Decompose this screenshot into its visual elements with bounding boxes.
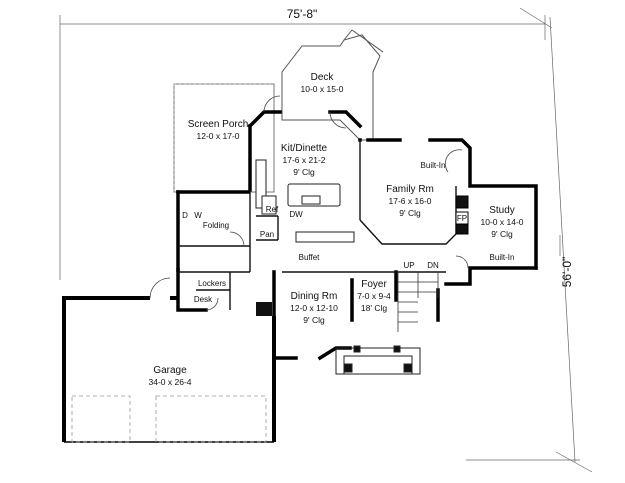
ref-label: Ref: [266, 205, 279, 214]
exterior-walls: [176, 110, 538, 361]
study-ceiling: 9' Clg: [491, 229, 513, 239]
pan-label: Pan: [260, 230, 274, 239]
front-porch: [335, 345, 421, 375]
dn-label: DN: [427, 261, 439, 270]
foyer-name: Foyer: [361, 279, 387, 290]
fixture-labels: Built-In Built-In FP Ref DW Pan D W Fold…: [182, 161, 514, 304]
d-label: D: [182, 211, 188, 220]
dining-name: Dining Rm: [291, 291, 338, 302]
built-in-study-label: Built-In: [490, 253, 515, 262]
kitchen-size: 17-6 x 21-2: [283, 155, 326, 165]
door-swings: [149, 95, 469, 311]
kitchen-name: Kit/Dinette: [281, 143, 328, 154]
foyer-size: 7-0 x 9-4: [357, 291, 391, 301]
fp-label: FP: [457, 214, 467, 223]
deck: [281, 29, 384, 141]
garage-name: Garage: [153, 365, 187, 376]
study-size: 10-0 x 14-0: [481, 217, 524, 227]
kitchen-fixtures: [255, 159, 355, 243]
dining-size: 12-0 x 12-10: [290, 303, 338, 313]
lockers-label: Lockers: [198, 279, 226, 288]
deck-size: 10-0 x 15-0: [301, 84, 344, 94]
family-name: Family Rm: [386, 184, 434, 195]
overall-depth: 56'-0": [560, 257, 574, 288]
foyer-ceiling: 18' Clg: [361, 303, 387, 313]
up-label: UP: [403, 261, 414, 270]
family-size: 17-6 x 16-0: [389, 196, 432, 206]
family-ceiling: 9' Clg: [399, 208, 421, 218]
garage-size: 34-0 x 26-4: [149, 377, 192, 387]
deck-name: Deck: [311, 72, 335, 83]
kitchen-ceiling: 9' Clg: [293, 167, 315, 177]
built-in-family-label: Built-In: [421, 161, 446, 170]
stairs: [397, 272, 439, 332]
room-labels: Deck 10-0 x 15-0 Screen Porch 12-0 x 17-…: [149, 72, 524, 387]
porch-name: Screen Porch: [188, 119, 249, 130]
study-name: Study: [489, 205, 515, 216]
dimension-lines: [59, 7, 593, 473]
desk-label: Desk: [194, 295, 213, 304]
buffet-label: Buffet: [299, 253, 321, 262]
garage: [62, 296, 276, 443]
porch-size: 12-0 x 17-0: [197, 131, 240, 141]
overall-width: 75'-8": [287, 7, 318, 21]
fireplace: [455, 195, 469, 235]
folding-label: Folding: [203, 221, 229, 230]
dining-ceiling: 9' Clg: [303, 315, 325, 325]
w-label: W: [194, 211, 202, 220]
dw-label: DW: [289, 210, 303, 219]
